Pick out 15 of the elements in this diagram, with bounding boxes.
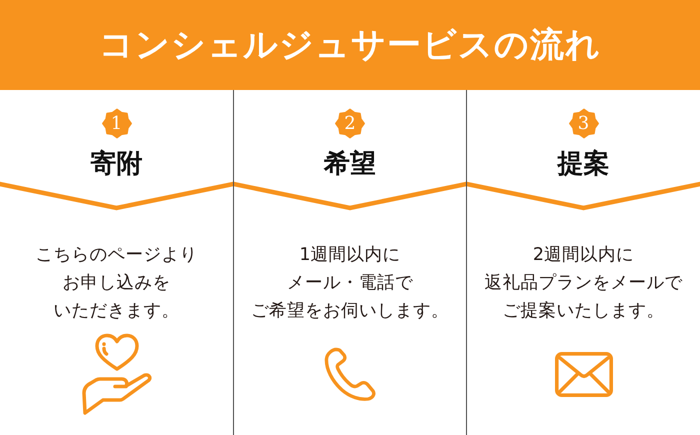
step-description: 2週間以内に返礼品プランをメールでご提案いたします。 bbox=[484, 244, 682, 323]
step-number: 2 bbox=[344, 114, 356, 132]
step-column bbox=[466, 90, 700, 435]
step-heading: 寄附 bbox=[90, 149, 142, 179]
step-description: 1週間以内にメール・電話でご希望をお伺いします。 bbox=[251, 244, 449, 323]
step-number: 1 bbox=[110, 114, 122, 132]
step-heading: 希望 bbox=[324, 149, 376, 179]
step-number: 3 bbox=[578, 114, 590, 132]
star-badge bbox=[568, 108, 599, 139]
star-badge bbox=[101, 108, 132, 139]
star-badge bbox=[334, 108, 366, 139]
step-column bbox=[233, 90, 466, 435]
diagram-title: コンシェルジュサービスの流れ bbox=[99, 25, 601, 65]
step-description: こちらのページよりお申し込みをいただきます。 bbox=[36, 244, 198, 323]
step-heading: 提案 bbox=[558, 149, 610, 179]
